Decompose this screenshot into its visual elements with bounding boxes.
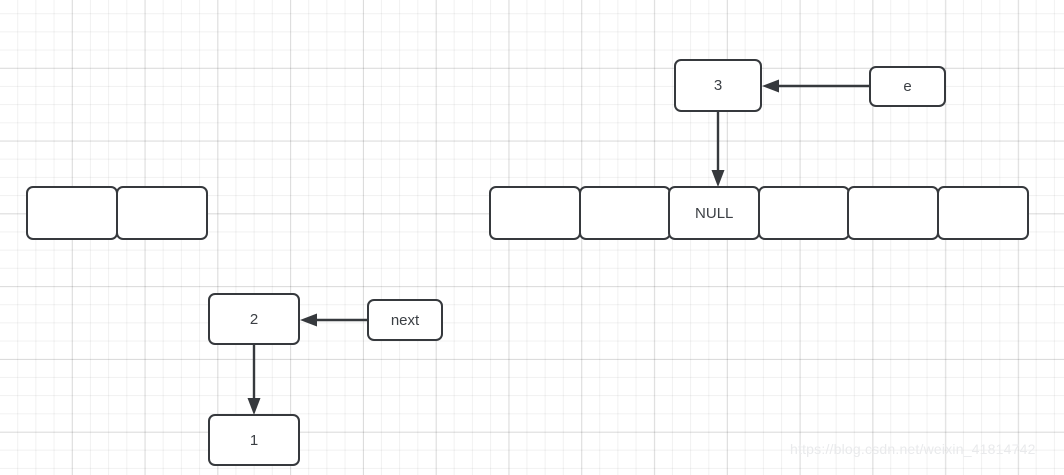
left-array (26, 186, 208, 240)
node-1-label: 1 (249, 431, 259, 449)
node-next[interactable]: next (367, 299, 443, 341)
arrow-2-to-1 (247, 345, 261, 415)
node-e-label: e (903, 78, 912, 95)
arrow-3-to-null (711, 112, 725, 187)
right-array-cell-4[interactable] (847, 186, 940, 240)
watermark-text: https://blog.csdn.net/weixin_41814742 (790, 441, 1036, 457)
right-array: NULL (489, 186, 1030, 240)
arrow-next-to-2 (300, 313, 368, 327)
right-array-cell-5[interactable] (937, 186, 1030, 240)
arrow-e-to-3 (762, 79, 869, 93)
right-array-cell-1[interactable] (578, 186, 671, 240)
left-array-cell-0[interactable] (26, 186, 118, 240)
node-3-label: 3 (713, 77, 723, 94)
node-2[interactable]: 2 (208, 293, 300, 345)
right-array-cell-2-label: NULL (695, 204, 734, 222)
node-2-label: 2 (249, 310, 259, 328)
node-e[interactable]: e (869, 66, 946, 107)
right-array-cell-3[interactable] (757, 186, 850, 240)
left-array-cell-1[interactable] (115, 186, 208, 240)
right-array-cell-2[interactable]: NULL (668, 186, 761, 240)
node-next-label: next (390, 311, 420, 329)
node-1[interactable]: 1 (208, 414, 300, 466)
node-3[interactable]: 3 (674, 59, 762, 112)
right-array-cell-0[interactable] (489, 186, 581, 240)
